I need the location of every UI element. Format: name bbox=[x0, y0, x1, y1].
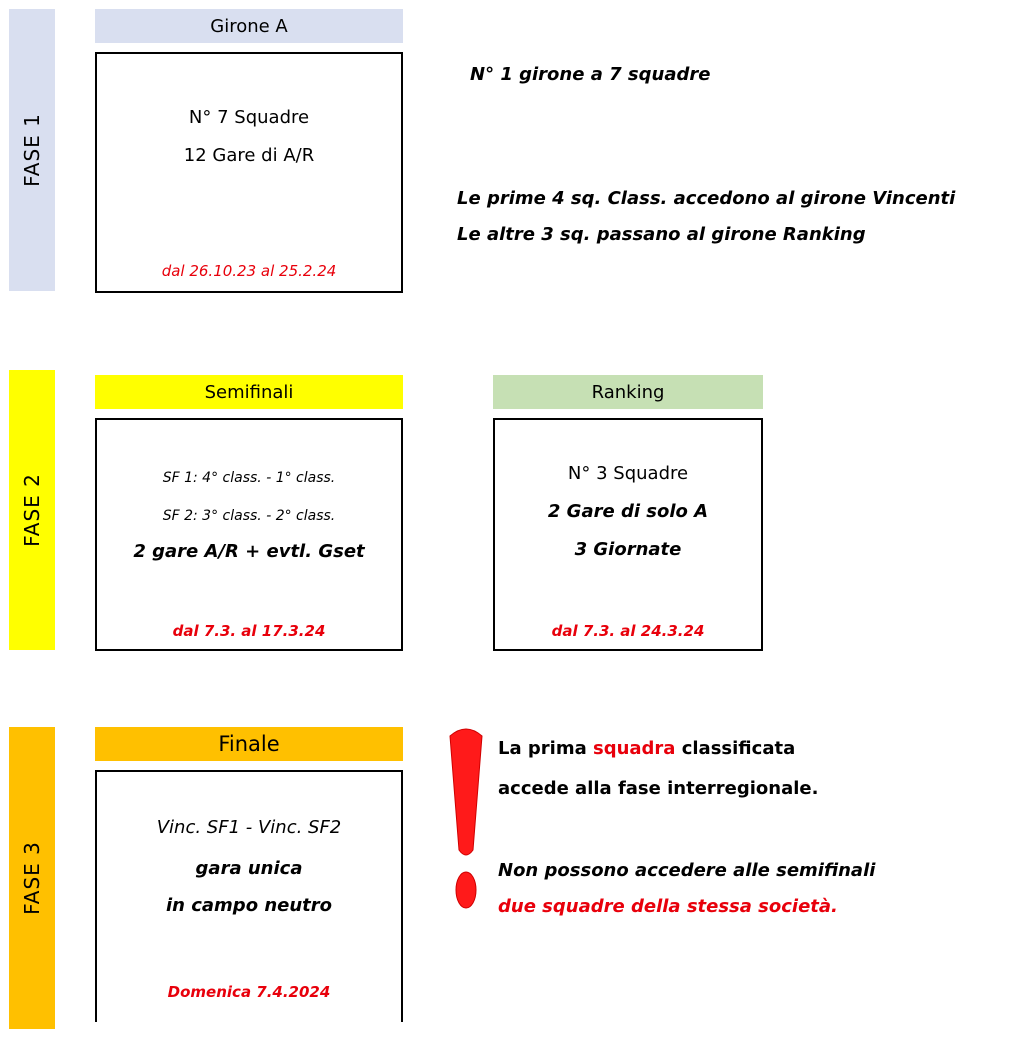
finale-box: Finale Vinc. SF1 - Vinc. SF2 gara unica … bbox=[95, 727, 403, 1022]
semifinali-frame bbox=[95, 418, 403, 651]
semifinali-box: Semifinali SF 1: 4° class. - 1° class. S… bbox=[95, 375, 403, 651]
notice-line1-a: La prima bbox=[498, 738, 593, 759]
phase-label-fase2: FASE 2 bbox=[20, 473, 44, 547]
ranking-frame bbox=[493, 418, 763, 651]
girone-a-dates: dal 26.10.23 al 25.2.24 bbox=[161, 262, 337, 280]
ranking-line3: 3 Giornate bbox=[574, 539, 682, 560]
finale-line3: in campo neutro bbox=[165, 895, 333, 916]
notice-line4: due squadre della stessa società. bbox=[498, 896, 838, 917]
phase-bar-fase3: FASE 3 bbox=[9, 727, 55, 1029]
girone-a-frame bbox=[95, 52, 403, 293]
finale-frame bbox=[95, 770, 403, 1022]
notice-line1-highlight: squadra bbox=[592, 738, 676, 759]
ranking-dates: dal 7.3. al 24.3.24 bbox=[551, 622, 705, 640]
finale-dates: Domenica 7.4.2024 bbox=[167, 983, 331, 1001]
phase-label-fase3: FASE 3 bbox=[20, 841, 44, 915]
notice-line3: Non possono accedere alle semifinali bbox=[498, 860, 876, 881]
ranking-box: Ranking N° 3 Squadre 2 Gare di solo A 3 … bbox=[493, 375, 763, 651]
phase-label-fase1: FASE 1 bbox=[20, 113, 44, 187]
ranking-bottom-line bbox=[493, 649, 763, 651]
finale-line2: gara unica bbox=[195, 858, 303, 879]
semifinali-format: 2 gare A/R + evtl. Gset bbox=[133, 541, 365, 562]
girone-a-line2: 12 Gare di A/R bbox=[183, 145, 315, 166]
ranking-line1: N° 3 Squadre bbox=[567, 463, 689, 484]
note-ranking: Le altre 3 sq. passano al girone Ranking bbox=[457, 224, 866, 245]
semifinali-header: Semifinali bbox=[95, 375, 403, 409]
girone-a-line1: N° 7 Squadre bbox=[188, 107, 310, 128]
ranking-header: Ranking bbox=[493, 375, 763, 409]
note-vincenti: Le prime 4 sq. Class. accedono al girone… bbox=[457, 188, 956, 209]
semifinali-sf2: SF 2: 3° class. - 2° class. bbox=[162, 508, 336, 524]
ranking-title: Ranking bbox=[591, 381, 665, 403]
semifinali-title: Semifinali bbox=[204, 381, 294, 403]
semifinali-sf1: SF 1: 4° class. - 1° class. bbox=[162, 470, 336, 486]
notice-line1: La prima squadra classificata bbox=[498, 738, 795, 759]
finale-title: Finale bbox=[218, 732, 280, 756]
semifinali-dates: dal 7.3. al 17.3.24 bbox=[172, 622, 326, 640]
girone-a-box: Girone A N° 7 Squadre 12 Gare di A/R dal… bbox=[95, 9, 403, 293]
notice-line1-c: classificata bbox=[675, 738, 796, 759]
girone-a-bottom-line bbox=[95, 291, 403, 293]
phase-bar-fase1: FASE 1 bbox=[9, 9, 55, 291]
finale-line1: Vinc. SF1 - Vinc. SF2 bbox=[156, 817, 342, 838]
exclamation-icon bbox=[440, 722, 492, 922]
notice-line2: accede alla fase interregionale. bbox=[498, 778, 819, 799]
semifinali-bottom-line bbox=[95, 649, 403, 651]
finale-header: Finale bbox=[95, 727, 403, 761]
ranking-line2: 2 Gare di solo A bbox=[547, 501, 709, 522]
note-girone-count: N° 1 girone a 7 squadre bbox=[470, 64, 711, 85]
phase-bar-fase2: FASE 2 bbox=[9, 370, 55, 650]
girone-a-header: Girone A bbox=[95, 9, 403, 43]
girone-a-title: Girone A bbox=[210, 15, 288, 37]
